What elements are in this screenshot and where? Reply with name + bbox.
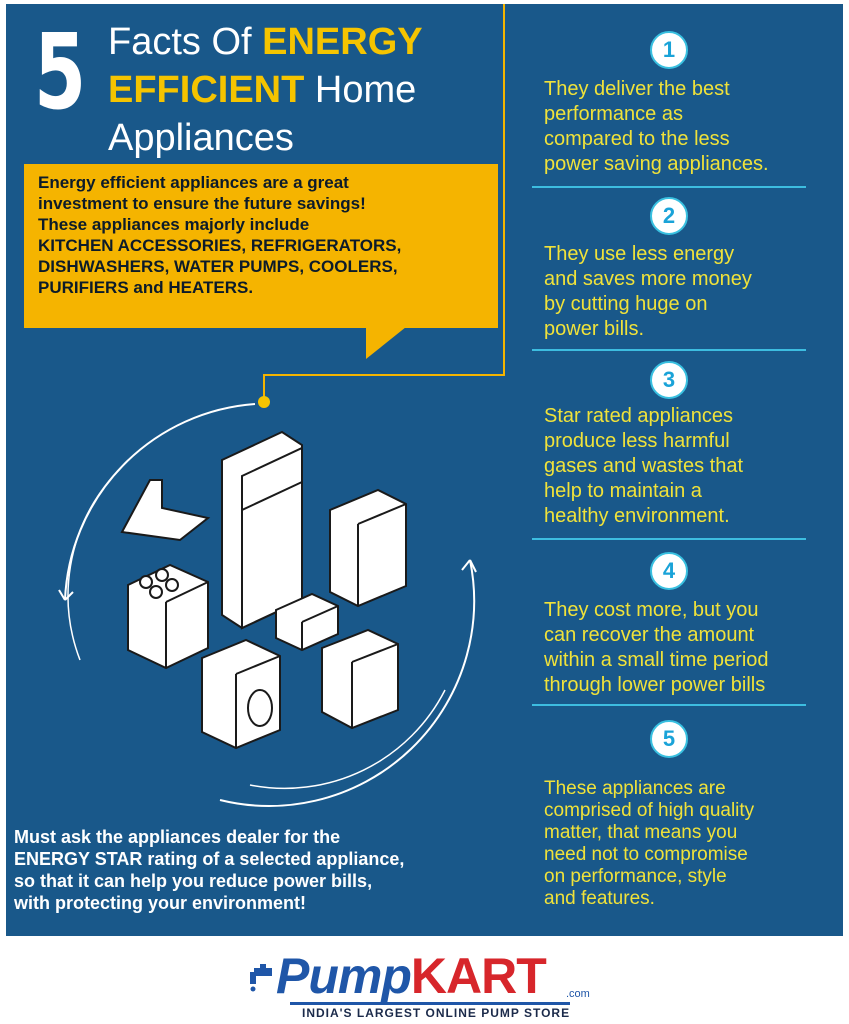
fact-2-line: and saves more money xyxy=(544,268,752,290)
callout-line: These appliances majorly include xyxy=(38,215,310,234)
title-line-2-suffix: Home xyxy=(304,69,417,111)
dishwasher-icon xyxy=(329,488,407,608)
fact-2-badge: 2 xyxy=(650,197,688,235)
fact-4-line: can recover the amount xyxy=(544,624,755,646)
title-line-3: Appliances xyxy=(108,117,294,159)
callout-tail xyxy=(366,327,406,359)
fact-2-line: by cutting huge on xyxy=(544,293,708,315)
fact-1-badge: 1 xyxy=(650,31,688,69)
fact-5-line: need not to compromise xyxy=(544,844,748,865)
appliances-group xyxy=(120,430,407,750)
fact-3-text: Star rated appliances produce less harmf… xyxy=(544,404,743,529)
cycle-arrowhead xyxy=(58,589,74,601)
title-highlight-energy: ENERGY xyxy=(262,21,423,63)
fact-5-line: matter, that means you xyxy=(544,822,738,843)
blue-panel xyxy=(6,4,843,936)
water-tap-icon xyxy=(250,964,272,992)
title-number: 5 xyxy=(34,11,86,133)
connector-line-drop xyxy=(263,374,265,400)
logo-underline xyxy=(290,1002,570,1005)
callout-line: KITCHEN ACCESSORIES, REFRIGERATORS, xyxy=(38,236,402,255)
fact-3-line: healthy environment. xyxy=(544,505,730,527)
appliances-illustration xyxy=(58,403,477,807)
fact-3-line: Star rated appliances xyxy=(544,405,734,427)
cycle-arrow-arc xyxy=(67,479,111,661)
footer-line: ENERGY STAR rating of a selected applian… xyxy=(14,849,405,869)
cycle-arrowhead xyxy=(461,559,477,573)
dryer-icon xyxy=(321,628,399,730)
fact-2-line: power bills. xyxy=(544,318,645,340)
fact-1-line: performance as xyxy=(544,103,683,125)
fact-4-line: through lower power bills xyxy=(544,674,766,696)
microwave-icon xyxy=(275,592,339,652)
footer-line: with protecting your environment! xyxy=(14,893,307,913)
divider-4 xyxy=(532,704,806,706)
logo-domain: .com xyxy=(566,988,590,1000)
chimney-hood-icon xyxy=(120,479,211,542)
footer-advice: Must ask the appliances dealer for the E… xyxy=(14,826,404,914)
fact-5-line: These appliances are xyxy=(544,778,726,799)
divider-2 xyxy=(532,349,806,351)
connector-line-vertical xyxy=(503,4,505,376)
logo-part-pump: Pump xyxy=(276,948,412,1004)
connector-line-horizontal xyxy=(264,374,505,376)
fact-1-text: They deliver the best performance as com… xyxy=(544,77,769,177)
title-line-1: Facts Of ENERGY xyxy=(108,22,423,62)
footer-line: so that it can help you reduce power bil… xyxy=(14,871,373,891)
fact-4-line: within a small time period xyxy=(544,649,769,671)
divider-1 xyxy=(532,186,806,188)
title-line-2: EFFICIENT Home xyxy=(108,70,416,110)
fact-5-badge: 5 xyxy=(650,720,688,758)
callout-line: PURIFIERS and HEATERS. xyxy=(38,278,254,297)
callout-line: Energy efficient appliances are a great xyxy=(38,173,349,192)
fact-4-line: They cost more, but you xyxy=(544,599,759,621)
fact-4-text: They cost more, but you can recover the … xyxy=(544,598,769,698)
fact-1-line: compared to the less xyxy=(544,128,730,150)
fact-3-line: produce less harmful xyxy=(544,430,730,452)
cycle-arrow-arc xyxy=(64,403,256,601)
pumpkart-logo: PumpKART .com INDIA'S LARGEST ONLINE PUM… xyxy=(246,948,606,1024)
cycle-arrow-arc xyxy=(219,559,476,807)
fact-4-badge: 4 xyxy=(650,552,688,590)
fact-2-text: They use less energy and saves more mone… xyxy=(544,242,752,342)
callout-line: investment to ensure the future savings! xyxy=(38,194,366,213)
footer-line: Must ask the appliances dealer for the xyxy=(14,827,341,847)
fact-3-line: gases and wastes that xyxy=(544,455,744,477)
fact-3-badge: 3 xyxy=(650,361,688,399)
title-highlight-efficient: EFFICIENT xyxy=(108,69,305,111)
logo-wordmark: PumpKART xyxy=(276,948,547,1004)
fact-1-line: power saving appliances. xyxy=(544,153,769,175)
fact-5-line: on performance, style xyxy=(544,866,727,887)
fact-2-line: They use less energy xyxy=(544,243,735,265)
fact-5-line: comprised of high quality xyxy=(544,800,755,821)
fact-5-line: and features. xyxy=(544,888,655,909)
title-line-1-prefix: Facts Of xyxy=(108,21,263,63)
cycle-arrow-arc xyxy=(249,689,446,790)
divider-3 xyxy=(532,538,806,540)
intro-callout: Energy efficient appliances are a great … xyxy=(24,164,498,328)
fact-5-text: These appliances are comprised of high q… xyxy=(544,778,754,910)
fact-1-line: They deliver the best xyxy=(544,78,730,100)
fact-3-line: help to maintain a xyxy=(544,480,702,502)
connector-dot xyxy=(258,396,270,408)
logo-tagline: INDIA'S LARGEST ONLINE PUMP STORE xyxy=(302,1006,571,1020)
callout-line: DISHWASHERS, WATER PUMPS, COOLERS, xyxy=(38,257,398,276)
logo-part-kart: KART xyxy=(410,948,547,1004)
